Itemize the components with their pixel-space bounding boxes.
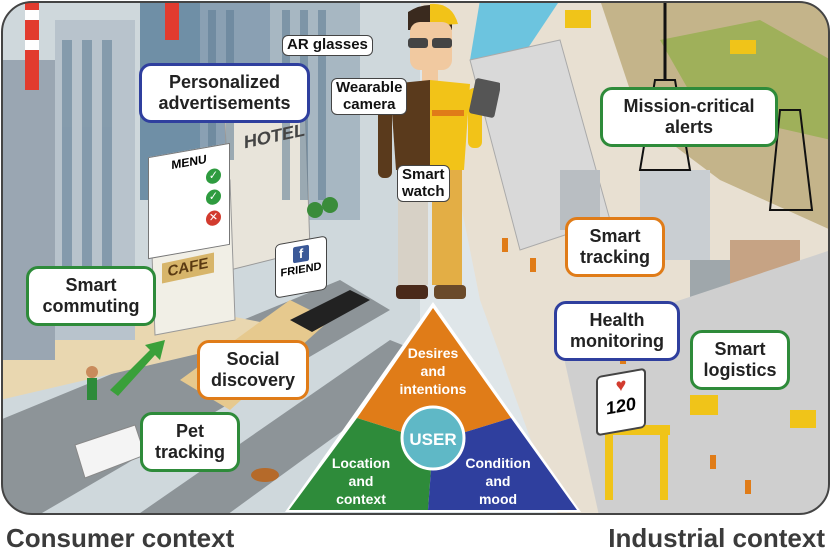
segment-location-context <box>289 418 433 510</box>
mission-critical-alerts-callout: Mission-critical alerts <box>600 87 778 147</box>
industrial-context-label: Industrial context <box>608 523 825 553</box>
pet-tracking-callout: Pet tracking <box>140 412 240 472</box>
segment-desires-intentions <box>357 308 511 442</box>
heart-rate-display: ♥ 120 <box>596 367 646 437</box>
user-figure <box>378 3 500 299</box>
checkmark-icon: ✓ <box>206 188 221 207</box>
friend-badge: f FRIEND <box>275 235 327 299</box>
smart-tracking-callout: Smart tracking <box>565 217 665 277</box>
user-center-circle <box>400 405 466 471</box>
checkmark-icon: ✓ <box>206 167 221 186</box>
wearable-camera-tag: Wearable camera <box>331 78 408 115</box>
menu-sign: MENU ✓ ✓ ✕ <box>148 142 230 260</box>
social-discovery-callout: Social discovery <box>197 340 309 400</box>
smart-logistics-callout: Smart logistics <box>690 330 790 390</box>
health-monitoring-callout: Health monitoring <box>554 301 680 361</box>
personalized-advertisements-callout: Personalized advertisements <box>139 63 310 123</box>
ar-glasses-tag: AR glasses <box>282 35 373 56</box>
friend-label: FRIEND <box>280 260 322 280</box>
user-center-label: USER <box>409 430 456 449</box>
facebook-icon: f <box>293 244 309 264</box>
consumer-context-label: Consumer context <box>6 523 235 553</box>
smart-commuting-callout: Smart commuting <box>26 266 156 326</box>
smart-watch-tag: Smart watch <box>397 165 450 202</box>
cross-icon: ✕ <box>206 209 221 228</box>
